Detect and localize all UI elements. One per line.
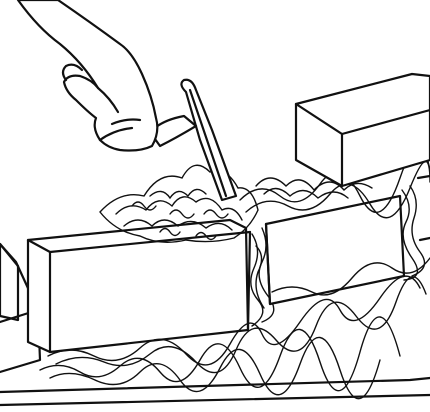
front-brick (26, 218, 252, 354)
hand-icon (16, 0, 159, 152)
trowel-blade (180, 78, 238, 202)
trowel-handle (148, 114, 198, 148)
right-brick-body (416, 174, 430, 242)
lower-brick-course (0, 316, 430, 407)
upper-right-brick (294, 72, 430, 188)
mortar-heap (99, 164, 259, 243)
mortar-bed-courses (47, 257, 430, 374)
right-mortar-joint (401, 185, 426, 281)
trowel-icon (148, 78, 238, 202)
lower-mortar-bed (39, 316, 401, 392)
